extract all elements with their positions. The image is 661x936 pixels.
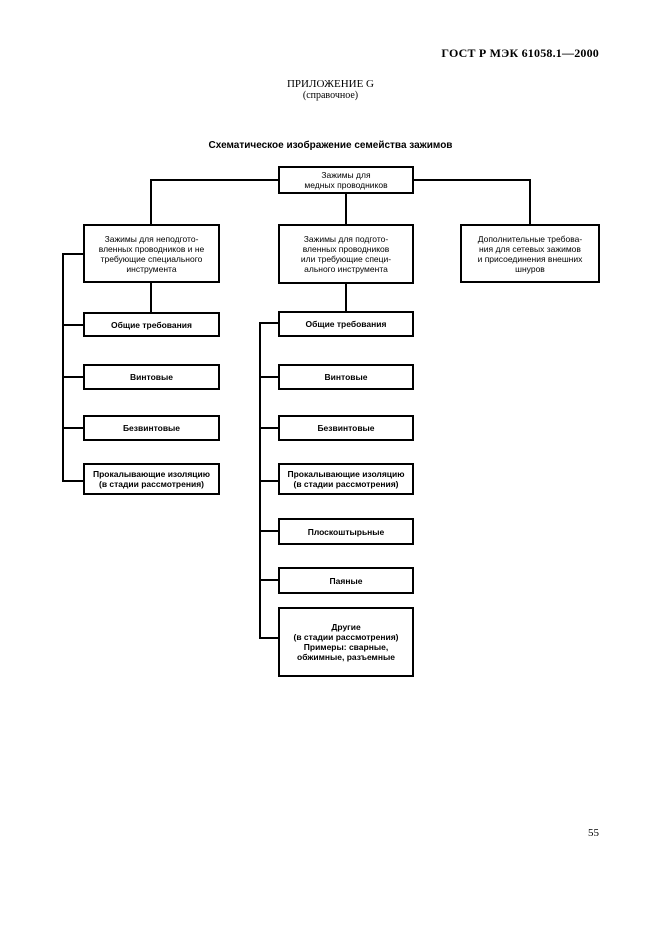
middle-item-piercing: Прокалывающие изоляцию (в стадии рассмот… <box>278 463 414 495</box>
middle-item-label: Паяные <box>329 575 363 586</box>
middle-item-label: Безвинтовые <box>317 423 375 433</box>
branch-middle-box: Зажимы для подгото- вленных проводников … <box>278 224 414 284</box>
branch-right-box: Дополнительные требова- ния для сетевых … <box>460 224 600 283</box>
middle-item-flat-pin: Плоскоштырьные <box>278 518 414 545</box>
left-item-label: Прокалывающие изоляцию (в стадии рассмот… <box>92 469 210 489</box>
diagram-title: Схематическое изображение семейства зажи… <box>208 140 453 151</box>
left-item-label: Винтовые <box>130 372 173 382</box>
branch-left-label: Зажимы для неподгото- вленных проводнико… <box>98 233 205 274</box>
left-item-screw: Винтовые <box>83 364 220 390</box>
middle-item-other: Другие (в стадии рассмотрения) Примеры: … <box>278 607 414 677</box>
branch-left-box: Зажимы для неподгото- вленных проводнико… <box>83 224 220 283</box>
middle-item-label: Другие (в стадии рассмотрения) Примеры: … <box>293 622 399 662</box>
left-item-general: Общие требования <box>83 312 220 337</box>
root-label: Зажимы для медных проводников <box>304 170 388 190</box>
left-item-label: Общие требования <box>111 319 192 330</box>
middle-item-label: Винтовые <box>324 372 368 382</box>
middle-item-label: Общие требования <box>305 319 387 329</box>
middle-item-screw: Винтовые <box>278 364 414 390</box>
left-item-piercing: Прокалывающие изоляцию (в стадии рассмот… <box>83 463 220 495</box>
left-item-screwless: Безвинтовые <box>83 415 220 441</box>
middle-item-label: Плоскоштырьные <box>307 526 385 537</box>
page-number: 55 <box>588 827 599 839</box>
middle-item-screwless: Безвинтовые <box>278 415 414 441</box>
middle-item-general: Общие требования <box>278 311 414 337</box>
middle-item-label: Прокалывающие изоляцию (в стадии рассмот… <box>287 469 405 489</box>
left-item-label: Безвинтовые <box>122 423 181 433</box>
branch-right-label: Дополнительные требова- ния для сетевых … <box>477 233 583 274</box>
branch-middle-label: Зажимы для подгото- вленных проводников … <box>300 234 392 274</box>
root-box: Зажимы для медных проводников <box>278 166 414 194</box>
middle-item-soldered: Паяные <box>278 567 414 594</box>
appendix-title: ПРИЛОЖЕНИЕ G <box>286 78 374 90</box>
document-code: ГОСТ Р МЭК 61058.1—2000 <box>441 46 599 60</box>
appendix-subtitle: (справочное) <box>302 90 359 101</box>
